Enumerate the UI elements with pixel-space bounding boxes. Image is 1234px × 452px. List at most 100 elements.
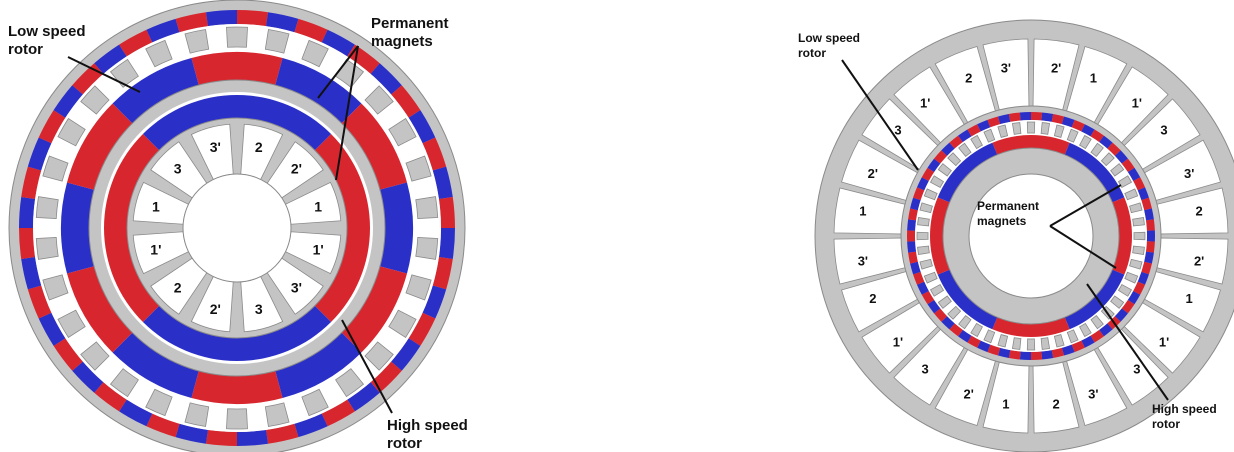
right-outer-magnet	[1145, 219, 1155, 231]
left-pole-piece	[109, 368, 139, 398]
right-coil-label: 1	[1186, 291, 1193, 306]
right-pole-piece	[937, 295, 952, 309]
right-outer-magnet	[927, 299, 941, 314]
right-outer-magnet	[1107, 142, 1121, 156]
left-outer-magnet	[205, 429, 237, 446]
left-outer-magnet	[408, 110, 436, 144]
right-low-speed-rotor-leader	[841, 59, 919, 171]
right-pole-piece	[1090, 142, 1104, 157]
right-outer-magnet	[1031, 351, 1043, 360]
left-pole-piece	[80, 85, 110, 115]
left-permanent-magnets-label-1: Permanent	[371, 15, 449, 32]
left-pole-piece	[301, 39, 329, 68]
right-outer-magnet	[1041, 350, 1054, 360]
left-outer-magnet	[432, 257, 453, 290]
right-low-speed-rotor-label-1: Low speed	[798, 31, 860, 45]
left-pole-piece	[264, 29, 290, 54]
right-outer-magnet	[927, 158, 941, 173]
left-coil-label: 2'	[291, 161, 302, 177]
left-outer-magnet	[347, 382, 380, 412]
left-coil-label: 3	[174, 161, 182, 177]
left-middle-magnet	[66, 103, 133, 190]
right-coil-label: 2	[869, 291, 876, 306]
left-pole-piece	[415, 237, 439, 260]
right-outer-magnet	[1061, 116, 1075, 128]
right-pole-piece	[1026, 121, 1036, 134]
right-outer-magnet	[908, 208, 918, 221]
right-outer-magnet	[1144, 208, 1154, 221]
left-inner-magnet	[104, 133, 160, 323]
left-outer-magnet	[38, 312, 66, 346]
right-bore	[968, 173, 1094, 299]
right-outer-magnet	[1019, 351, 1031, 360]
left-outer-magnet	[146, 413, 180, 438]
left-stator-bore	[182, 173, 292, 283]
right-outer-magnet	[1114, 150, 1128, 164]
right-pole-piece	[1011, 337, 1022, 350]
right-outer-magnet	[934, 150, 948, 164]
left-outer-magnet	[347, 44, 380, 74]
right-pole-piece	[1079, 134, 1092, 150]
right-outer-magnet	[1099, 135, 1113, 149]
left-pole-piece	[57, 117, 86, 147]
left-pole-piece	[388, 117, 417, 147]
right-outer-magnet	[1090, 329, 1104, 343]
right-coil-label: 3	[1160, 123, 1167, 138]
right-outer-magnet	[908, 251, 918, 264]
right-outer-magnet	[1090, 129, 1104, 143]
left-middle-magnet	[275, 332, 362, 399]
right-pole-piece	[1124, 188, 1139, 201]
left-outer-magnet	[19, 196, 36, 228]
left-outer-magnet	[27, 137, 52, 171]
right-outer-magnet	[1137, 271, 1149, 285]
left-pole-piece	[415, 196, 439, 219]
right-pole-piece	[983, 128, 996, 143]
right-outer-magnet	[958, 329, 972, 343]
left-pole-piece	[264, 402, 290, 427]
right-inner-magnet	[937, 269, 998, 330]
right-outer-magnet	[913, 271, 925, 285]
left-inner-magnet	[142, 95, 332, 151]
right-coil-label: 3'	[1088, 387, 1098, 402]
right-pole-piece	[1110, 295, 1125, 309]
left-middle-magnet	[112, 57, 199, 124]
left-outer-magnet	[422, 137, 447, 171]
right-pole-piece	[1124, 271, 1139, 284]
right-outer-magnet	[1127, 167, 1141, 182]
left-outer-magnet	[53, 85, 83, 118]
right-coil-label: 1	[1090, 70, 1097, 85]
left-outer-magnet	[438, 196, 455, 228]
left-low-speed-rotor-label-2: rotor	[8, 41, 43, 58]
right-pole-piece	[997, 124, 1009, 138]
left-coil-label: 2'	[210, 301, 221, 317]
right-outer-magnet	[967, 335, 981, 348]
left-pole-piece	[145, 39, 173, 68]
left-outer-magnet	[38, 110, 66, 144]
left-coil-label: 3	[255, 301, 263, 317]
left-inner-magnet	[142, 305, 332, 361]
right-pole-piece	[937, 163, 952, 177]
right-coil-label: 1'	[920, 95, 930, 110]
right-coil-label: 2'	[1051, 60, 1061, 75]
right-coil-label: 3'	[1184, 166, 1194, 181]
right-outer-magnet	[1008, 350, 1021, 360]
left-pole-piece	[57, 309, 86, 339]
left-outer-magnet	[432, 166, 453, 199]
right-outer-magnet	[949, 135, 963, 149]
right-pole-piece	[1053, 124, 1065, 138]
right-outer-magnet	[977, 119, 991, 132]
right-pole-piece	[970, 322, 983, 338]
right-outer-magnet	[907, 219, 917, 231]
right-outer-magnet	[1081, 124, 1095, 137]
right-pole-piece	[917, 216, 930, 227]
left-pole-piece	[335, 368, 365, 398]
right-outer-magnet	[987, 344, 1001, 356]
left-pole-piece	[405, 274, 432, 301]
left-middle-magnet	[61, 182, 95, 274]
left-outer-magnet	[321, 399, 355, 427]
left-pole-piece	[35, 237, 59, 260]
right-outer-magnet	[967, 124, 981, 137]
right-pole-piece	[1100, 152, 1115, 167]
left-pole-piece	[42, 155, 69, 182]
left-outer-magnet	[408, 312, 436, 346]
